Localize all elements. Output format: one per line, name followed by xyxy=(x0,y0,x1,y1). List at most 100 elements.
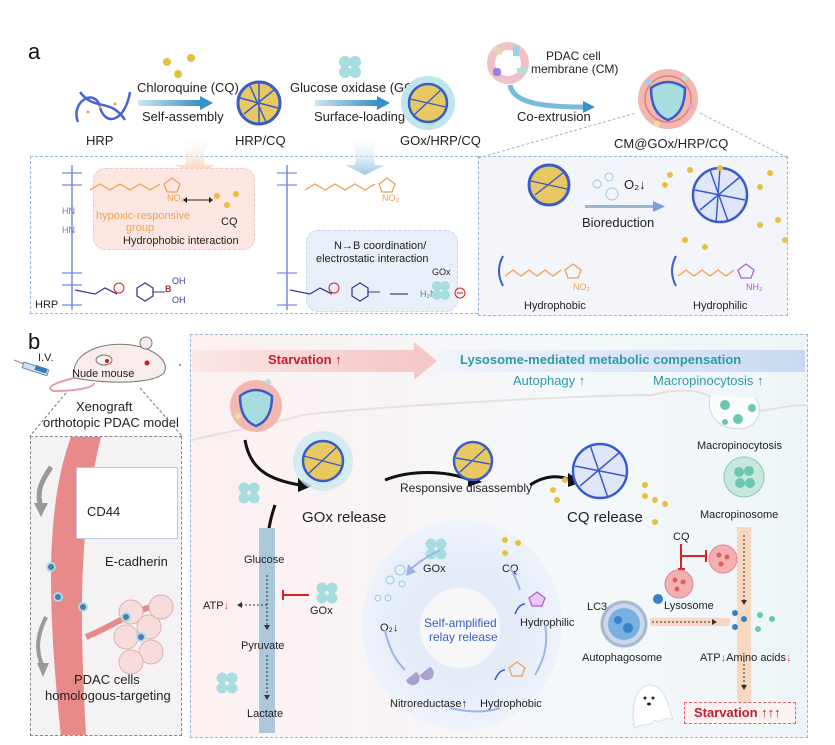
released-cq-dots xyxy=(662,165,788,250)
nitroreductase-label: Nitroreductase↑ xyxy=(390,698,468,710)
hrp-cq-label: HRP/CQ xyxy=(235,133,286,148)
nude-mouse-label: Nude mouse xyxy=(72,368,135,380)
syringe-icon xyxy=(13,359,50,377)
autophagosome-label: Autophagosome xyxy=(582,652,663,664)
atp2-down: ↓ xyxy=(720,652,727,664)
mouse-zoom-lines xyxy=(29,387,183,437)
inhibition-bar-red xyxy=(282,590,309,600)
final-starvation-box xyxy=(684,702,796,724)
atp-text: ATP xyxy=(203,600,224,612)
cq-label-left: CQ xyxy=(221,216,238,228)
gox-release-particle xyxy=(293,431,353,491)
hydrophobic-interaction-label: Hydrophobic interaction xyxy=(123,235,239,247)
atp-amino-acids-label: ATP↓Amino acids↓ xyxy=(700,652,792,664)
o2-bubbles-icon xyxy=(592,172,619,201)
targeting-inset xyxy=(30,436,182,736)
lysosome-label: Lysosome xyxy=(664,600,714,612)
nutrient-dash-arrows xyxy=(741,535,747,690)
hrp-cq-nanoparticle-icon xyxy=(236,80,282,126)
coordination-label-2: electrostatic interaction xyxy=(316,253,429,265)
atp-down-arrow: ↓ xyxy=(223,600,230,612)
gox-reagent-label: Glucose oxidase (GOx) xyxy=(290,80,426,95)
co-extrusion-label: Co-extrusion xyxy=(517,109,591,124)
glycolysis-dash-arrows xyxy=(237,575,270,700)
cm-label-line1: PDAC cell xyxy=(546,49,601,63)
ecadherin-label: E-cadherin xyxy=(105,554,168,569)
responsive-disassembly-label: Responsive disassembly xyxy=(400,481,533,495)
cq-release-particle xyxy=(571,442,629,500)
nude-mouse-icon xyxy=(49,336,181,393)
surface-loading-arrow-icon xyxy=(315,96,390,110)
cq-reagent-label: Chloroquine (CQ) xyxy=(137,80,239,95)
starvation-banner-arrow xyxy=(192,342,805,380)
boronic-acid-mid xyxy=(289,282,408,302)
cq-inhibition-bars xyxy=(678,544,707,570)
hrp-polymer-icon xyxy=(75,91,132,123)
oh-left-1: OH xyxy=(172,276,186,286)
gox-inhibitor-label: GOx xyxy=(310,605,333,617)
hypoxic-chain-left xyxy=(89,177,181,193)
no2-right: NO₂ xyxy=(573,282,590,292)
pyruvate-label: Pyruvate xyxy=(241,640,285,652)
gox-hrp-cq-nanoparticle-icon xyxy=(401,76,455,130)
self-amplified-label-2: relay release xyxy=(429,630,498,644)
cycle-hydrophilic-moiety xyxy=(514,591,546,615)
gox-release-label: GOx release xyxy=(302,509,387,526)
cm-nanoparticle-incoming xyxy=(230,379,282,432)
gox-hrp-cq-label: GOx/HRP/CQ xyxy=(400,133,481,148)
oh-left-2: OH xyxy=(172,295,186,305)
no2-mid: NO₂ xyxy=(382,193,399,203)
funnel-blue xyxy=(345,135,385,175)
gox-cycle-label: GOx xyxy=(423,563,446,575)
macropinocytosis-label: Macropinocytosis xyxy=(697,440,782,452)
o2-decrease-label: O₂↓ xyxy=(624,177,646,192)
surface-loading-label: Surface-loading xyxy=(314,109,406,124)
amino-acid-dots xyxy=(732,610,775,632)
zoom-lines xyxy=(477,112,789,159)
autophagy-label: Autophagy ↑ xyxy=(513,373,586,388)
boron-left: B xyxy=(165,284,172,294)
lc3-label: LC3 xyxy=(587,601,608,613)
cq-release-label: CQ release xyxy=(567,509,643,526)
iv-label: I.V. xyxy=(38,352,54,364)
hrp-chem-label: HRP xyxy=(35,299,59,311)
co-extrusion-arrow-icon xyxy=(507,84,595,113)
chem-hn1: HN xyxy=(62,206,75,216)
gox-chem-label: GOx xyxy=(432,267,451,277)
autophagosome-icon xyxy=(600,600,648,648)
cell-membrane-icon xyxy=(487,42,529,84)
disassembly-particle xyxy=(452,440,494,482)
cycle-hydrophobic-moiety xyxy=(494,661,526,681)
bioreduction-arrow-icon xyxy=(585,201,665,212)
bioreduction-label: Bioreduction xyxy=(582,215,655,230)
atp2-text: ATP xyxy=(700,652,721,664)
gox-inhibitor-icon xyxy=(316,582,338,604)
hrp-cq-sphere-right xyxy=(527,163,571,207)
macropinocytosis-up-label: Macropinocytosis ↑ xyxy=(653,373,764,388)
starvation-banner-label: Starvation ↑ xyxy=(268,352,342,367)
hrp-backbone-mid xyxy=(277,165,297,310)
glycolysis-column xyxy=(259,528,275,733)
h2n-label: H₂N xyxy=(420,289,437,299)
cd44-label: CD44 xyxy=(87,504,121,519)
autophagosome-dash-arrow xyxy=(650,618,730,626)
macropinosome-icon xyxy=(723,456,765,498)
cm-label-line2: membrane (CM) xyxy=(531,62,619,76)
cq-inhibitor-label: CQ xyxy=(673,531,690,543)
hypoxic-label-2: group xyxy=(126,222,155,234)
hydrophilic-cycle-label: Hydrophilic xyxy=(520,617,575,629)
coordination-box xyxy=(306,230,458,312)
self-amplified-label-1: Self-amplified xyxy=(424,616,497,630)
xenograft-label: Xenograft xyxy=(76,399,133,414)
cycle-cq-dots xyxy=(502,537,521,556)
lysosome-icon-1 xyxy=(708,544,738,574)
final-starvation-label: Starvation ↑↑↑ xyxy=(694,705,781,720)
pdac-cells-label: PDAC cells xyxy=(74,672,140,687)
self-assembly-label: Self-assembly xyxy=(142,109,224,124)
negative-charge-icon xyxy=(454,287,466,299)
hydrophilic-label-a: Hydrophilic xyxy=(693,300,748,312)
nh2-right: NH₂ xyxy=(746,282,763,292)
amino-down: ↓ xyxy=(786,652,792,664)
hydrophobic-cycle-label: Hydrophobic xyxy=(480,698,542,710)
double-arrow-left xyxy=(183,197,213,203)
